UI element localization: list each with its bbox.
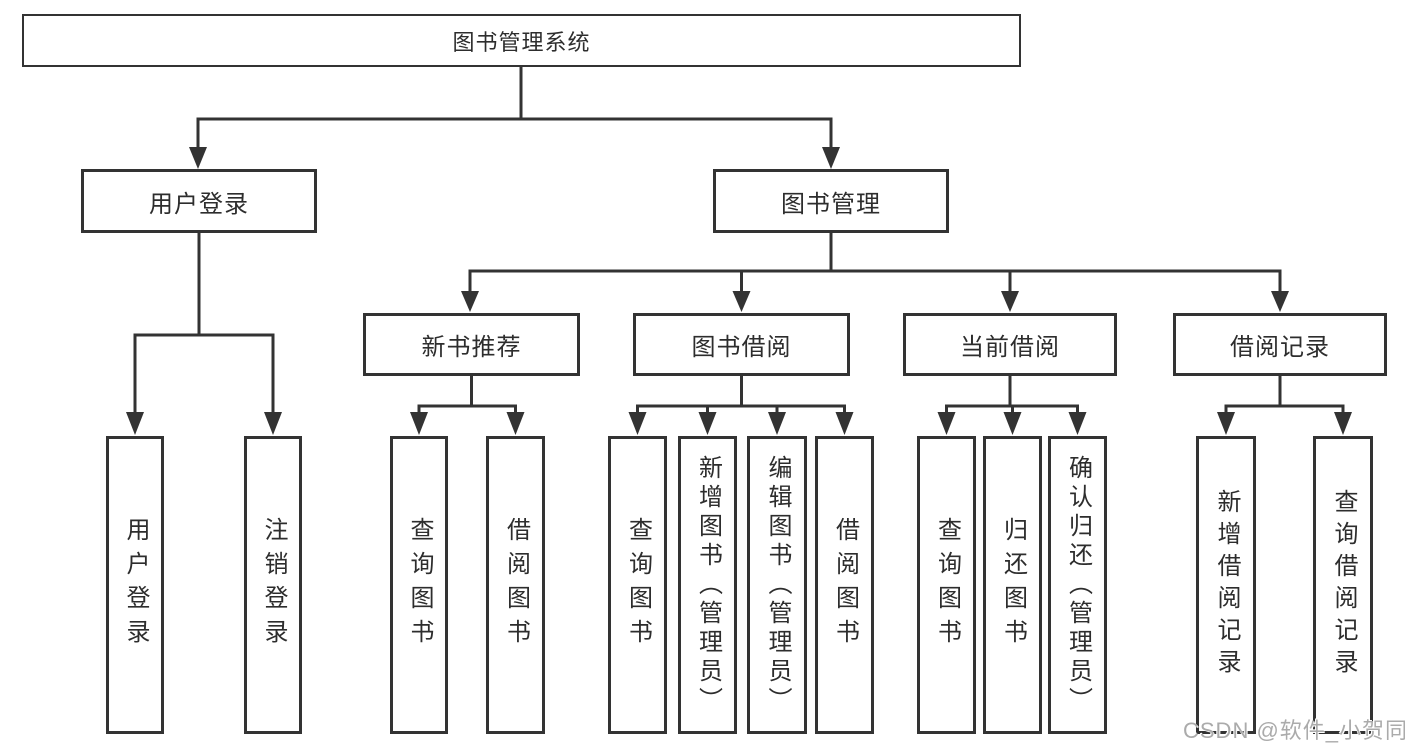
node-search-borrow-record: 查询借阅记录 (1313, 436, 1373, 734)
node-library-management-system: 图书管理系统 (22, 14, 1021, 67)
node-add-borrow-record: 新增借阅记录 (1196, 436, 1256, 734)
node-label: 查询图书 (406, 517, 433, 653)
node-label: 借阅图书 (831, 517, 859, 653)
node-label: 确认归还（管理员） (1064, 454, 1092, 716)
arrowhead (1217, 412, 1235, 435)
node-label: 借阅图书 (502, 517, 530, 653)
node-borrow-books: 借阅图书 (815, 436, 874, 734)
arrowhead (835, 412, 854, 435)
node-label: 新增借阅记录 (1213, 489, 1240, 681)
node-label: 归还图书 (999, 517, 1027, 653)
node-label: 注销登录 (260, 517, 287, 653)
node-new-book-recommend: 新书推荐 (363, 313, 580, 376)
arrowhead (768, 412, 786, 435)
arrowhead (264, 412, 282, 435)
arrowhead (461, 291, 479, 312)
node-borrow-books-recommend: 借阅图书 (486, 436, 545, 734)
node-current-borrowing: 当前借阅 (903, 313, 1117, 376)
node-label: 用户登录 (122, 517, 149, 653)
arrowhead (1271, 291, 1289, 312)
arrowhead (126, 412, 144, 435)
node-logout: 注销登录 (244, 436, 302, 734)
node-search-books-recommend: 查询图书 (390, 436, 448, 734)
csdn-watermark: CSDN @软件_小贺同学 (1183, 718, 1405, 743)
node-user-login-branch: 用户登录 (81, 169, 317, 233)
arrowhead (1068, 412, 1087, 435)
node-search-books-borrowing: 查询图书 (608, 436, 667, 734)
arrowhead (1001, 291, 1019, 312)
node-confirm-return-admin: 确认归还（管理员） (1048, 436, 1107, 734)
node-label: 查询借阅记录 (1330, 489, 1357, 681)
arrowhead (1003, 412, 1022, 435)
node-return-books: 归还图书 (983, 436, 1042, 734)
arrowhead (1334, 412, 1352, 435)
node-label: 查询图书 (933, 517, 961, 653)
node-label: 编辑图书（管理员） (764, 454, 791, 716)
arrowhead (732, 291, 751, 312)
node-add-book-admin: 新增图书（管理员） (678, 436, 737, 734)
node-book-management-branch: 图书管理 (713, 169, 949, 233)
arrowhead (822, 147, 840, 169)
node-label: 查询图书 (624, 517, 652, 653)
arrowhead (506, 412, 525, 435)
arrowhead (937, 412, 956, 435)
arrowhead (410, 412, 428, 435)
node-edit-book-admin: 编辑图书（管理员） (747, 436, 807, 734)
node-borrowing-records: 借阅记录 (1173, 313, 1387, 376)
arrowhead (189, 147, 207, 169)
arrowhead (628, 412, 647, 435)
node-search-books-current: 查询图书 (917, 436, 976, 734)
node-book-borrowing: 图书借阅 (633, 313, 850, 376)
arrowhead (698, 412, 717, 435)
node-label: 新增图书（管理员） (694, 454, 722, 716)
node-user-login: 用户登录 (106, 436, 164, 734)
